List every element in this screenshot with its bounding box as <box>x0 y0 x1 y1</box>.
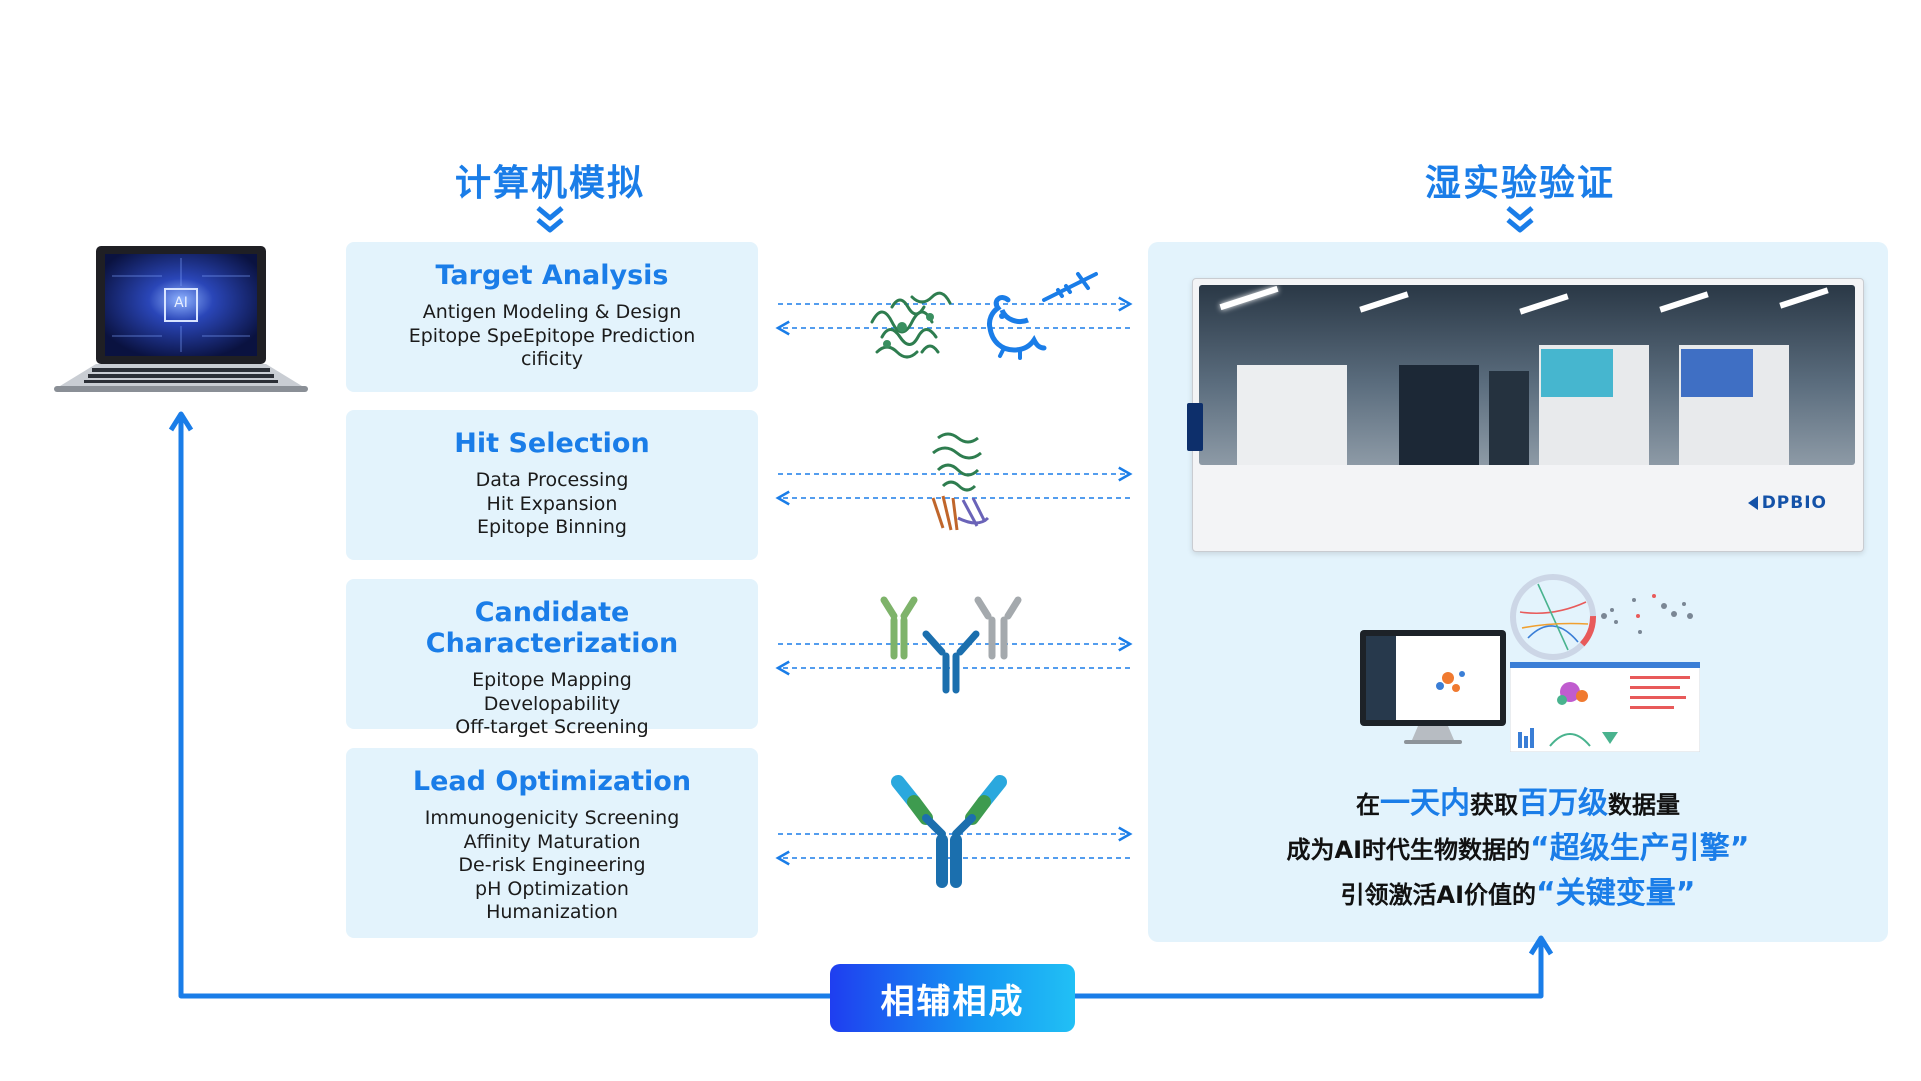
monitor-icon <box>1360 630 1506 744</box>
protein-icon <box>870 291 952 359</box>
summary-highlight: “关键变量” <box>1536 876 1696 911</box>
summary-text: 成为AI时代生物数据的 <box>1286 836 1531 864</box>
summary-block: 在一天内获取百万级数据量 成为AI时代生物数据的“超级生产引擎” 引领激活AI价… <box>1148 782 1888 917</box>
summary-line-3: 引领激活AI价值的“关键变量” <box>1148 872 1888 917</box>
panel-target-analysis: Target Analysis Antigen Modeling & Desig… <box>346 242 758 392</box>
panel-hit-selection: Hit Selection Data Processing Hit Expans… <box>346 410 758 560</box>
antibody-icon <box>880 596 1022 694</box>
panel-item: Epitope Binning <box>477 516 627 538</box>
panel-item: Antigen Modeling & Design <box>422 301 682 323</box>
panel-item: De-risk Engineering <box>458 854 646 876</box>
panel-item: Developability <box>483 692 621 715</box>
summary-text: 数据量 <box>1608 791 1680 819</box>
panel-item: Hit Expansion <box>486 492 618 515</box>
panel-item: Epitope SpeEpitope Prediction <box>408 324 696 347</box>
instrument-side-screen <box>1187 403 1203 451</box>
summary-line-1: 在一天内获取百万级数据量 <box>1148 782 1888 827</box>
complex-icon <box>931 432 990 531</box>
mouse-icon <box>987 295 1047 360</box>
panel-lead-optimization: Lead Optimization Immunogenicity Screeni… <box>346 748 758 938</box>
panel-item: cificity <box>520 348 584 370</box>
panel-item: Humanization <box>486 901 618 923</box>
panel-title: Lead Optimization <box>412 766 692 797</box>
panel-item: Data Processing <box>475 469 629 491</box>
summary-highlight: 一天内 <box>1380 786 1470 821</box>
panel-candidate-characterization: Candidate Characterization Epitope Mappi… <box>346 579 758 738</box>
in-silico-heading: 计算机模拟 <box>454 163 645 204</box>
summary-text: 引领激活AI价值的 <box>1340 881 1537 909</box>
panel-title: Hit Selection <box>454 428 650 459</box>
panel-item: Affinity Maturation <box>463 830 641 853</box>
summary-highlight: 百万级 <box>1518 786 1608 821</box>
laptop-screen-label: AI <box>174 295 188 311</box>
panel-item: Off-target Screening <box>455 716 649 738</box>
dpbio-logo-icon <box>1747 496 1758 510</box>
antibody-icon <box>891 775 1007 888</box>
laptop-icon <box>54 246 308 392</box>
summary-highlight: “超级生产引擎” <box>1530 831 1750 866</box>
panel-item: Immunogenicity Screening <box>424 807 680 829</box>
instrument-window <box>1199 285 1855 465</box>
synergy-badge: 相辅相成 <box>830 964 1075 1032</box>
brand-label: DPBIO <box>1761 493 1827 513</box>
lab-instrument: DPBIO <box>1187 278 1864 552</box>
circos-plot-icon <box>1510 574 1596 660</box>
instrument-brand: DPBIO <box>1747 493 1827 513</box>
panel-title: Candidate Characterization <box>425 597 679 659</box>
summary-text: 获取 <box>1470 791 1518 819</box>
panel-item: pH Optimization <box>475 877 629 900</box>
chevron-down-icon <box>536 206 564 233</box>
summary-text: 在 <box>1356 791 1380 819</box>
panel-title: Target Analysis <box>435 260 669 291</box>
dashboard-chart-icon <box>1510 662 1700 752</box>
summary-line-2: 成为AI时代生物数据的“超级生产引擎” <box>1148 827 1888 872</box>
syringe-icon <box>1042 272 1098 302</box>
scatter-cluster-icon <box>1601 594 1693 634</box>
chevron-down-icon <box>1506 206 1534 233</box>
panel-item: Epitope Mapping <box>472 669 632 691</box>
wet-lab-heading: 湿实验验证 <box>1424 163 1615 204</box>
